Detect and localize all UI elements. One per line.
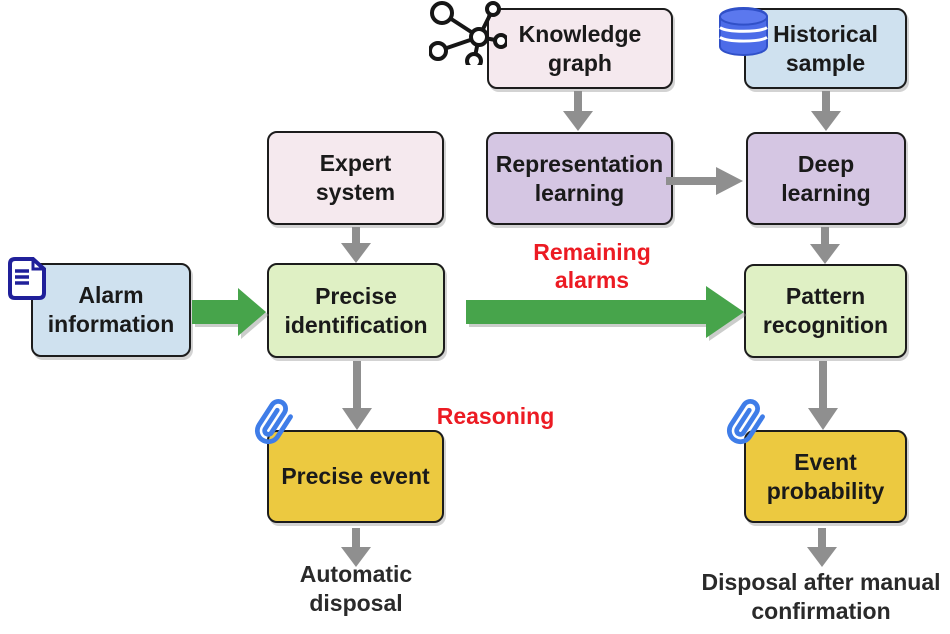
box-deep-learning-label: Deep learning bbox=[781, 150, 871, 206]
box-precise-identification: Precise identification bbox=[267, 263, 445, 358]
arrow-historical-to-deep bbox=[811, 91, 841, 131]
annotation-reasoning: Reasoning bbox=[436, 403, 555, 429]
output-automatic-disposal: Automatic disposal bbox=[299, 561, 413, 617]
box-knowledge-graph-label: Knowledge graph bbox=[518, 20, 642, 76]
box-expert-system: Expert system bbox=[267, 131, 444, 225]
box-deep-learning: Deep learning bbox=[746, 132, 906, 225]
box-precise-identification-label: Precise identification bbox=[284, 282, 428, 338]
arrow-deep-to-pattern bbox=[810, 227, 840, 264]
arrow-expert-to-precise-identification bbox=[341, 227, 371, 263]
box-precise-event: Precise event bbox=[267, 430, 444, 523]
arrow-pattern-to-event-probability bbox=[808, 361, 838, 430]
box-historical-sample: Historical sample bbox=[744, 8, 907, 89]
box-alarm-information-label: Alarm information bbox=[47, 282, 175, 337]
box-alarm-information: Alarm information bbox=[31, 263, 191, 357]
box-pattern-recognition: Pattern recognition bbox=[744, 264, 907, 358]
database-icon bbox=[719, 7, 768, 56]
arrow-precise-identification-to-precise-event bbox=[342, 361, 372, 430]
annotation-remaining-alarms: Remaining alarms bbox=[533, 239, 651, 294]
box-historical-sample-label: Historical sample bbox=[773, 20, 878, 76]
network-graph-icon bbox=[429, 1, 507, 65]
arrow-remaining-alarms-to-pattern bbox=[466, 286, 744, 338]
arrow-precise-event-to-automatic-disposal bbox=[341, 528, 371, 567]
output-manual-confirmation: Disposal after manual confirmation bbox=[701, 569, 941, 625]
paperclip-icon bbox=[727, 399, 765, 445]
paperclip-icon bbox=[255, 399, 293, 445]
box-representation-learning: Representation learning bbox=[486, 132, 673, 225]
box-knowledge-graph: Knowledge graph bbox=[487, 8, 673, 89]
document-icon bbox=[8, 257, 46, 300]
box-pattern-recognition-label: Pattern recognition bbox=[762, 283, 889, 338]
box-event-probability-label: Event probability bbox=[766, 448, 885, 504]
arrow-knowledge-to-representation bbox=[563, 91, 593, 131]
box-event-probability: Event probability bbox=[744, 430, 907, 523]
box-representation-learning-label: Representation learning bbox=[495, 150, 664, 206]
box-expert-system-label: Expert system bbox=[315, 150, 396, 205]
box-precise-event-label: Precise event bbox=[281, 463, 430, 490]
arrow-event-probability-to-confirmation bbox=[807, 528, 837, 567]
arrow-alarm-to-precise-identification bbox=[192, 288, 266, 336]
arrow-representation-to-deep bbox=[666, 167, 743, 195]
